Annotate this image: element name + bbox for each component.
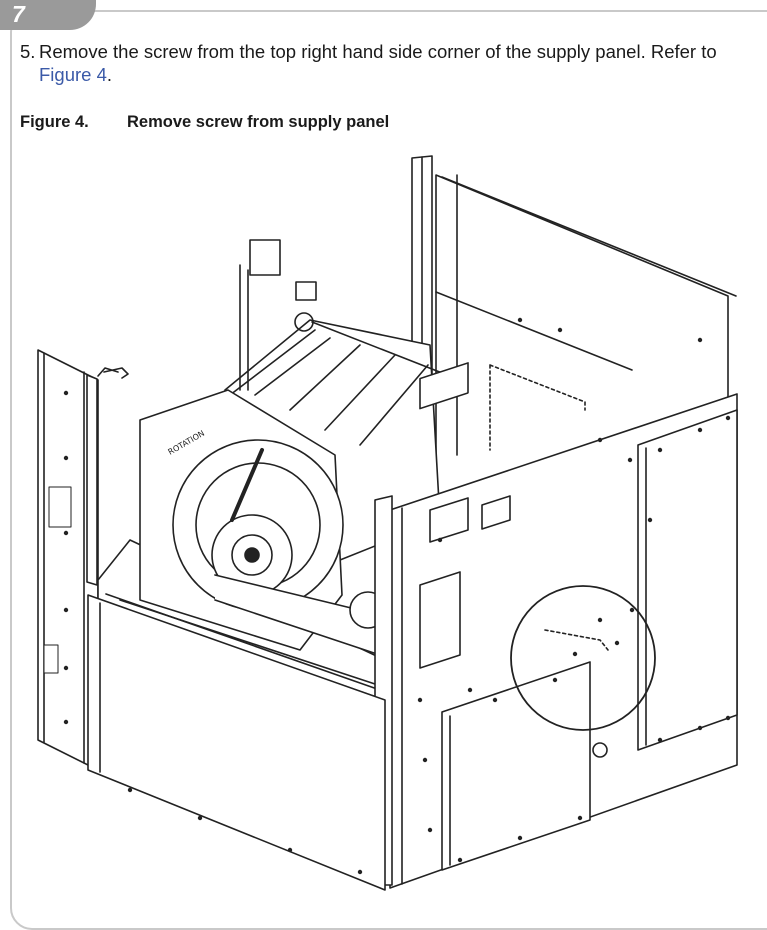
figure-caption: Figure 4. Remove screw from supply panel	[20, 113, 389, 132]
unit-illustration: ROTATION	[37, 155, 738, 891]
figure-label: Figure 4.	[20, 113, 89, 131]
figure-title: Remove screw from supply panel	[127, 113, 390, 131]
page-number-tab: 7	[0, 0, 96, 30]
step-text-before: Remove the screw from the top right hand…	[39, 41, 717, 62]
figure-link[interactable]: Figure 4	[39, 64, 107, 85]
step-number: 5.	[20, 41, 36, 62]
blower-assembly: ROTATION	[139, 319, 441, 656]
front-panel	[87, 594, 386, 891]
instruction-step: 5. Remove the screw from the top right h…	[20, 40, 740, 86]
bolts	[63, 317, 731, 875]
step-text-after: .	[106, 64, 113, 85]
step-text: Remove the screw from the top right hand…	[39, 40, 740, 86]
wiring-components	[103, 239, 461, 391]
page-number: 7	[12, 1, 25, 27]
side-panel	[374, 362, 738, 889]
